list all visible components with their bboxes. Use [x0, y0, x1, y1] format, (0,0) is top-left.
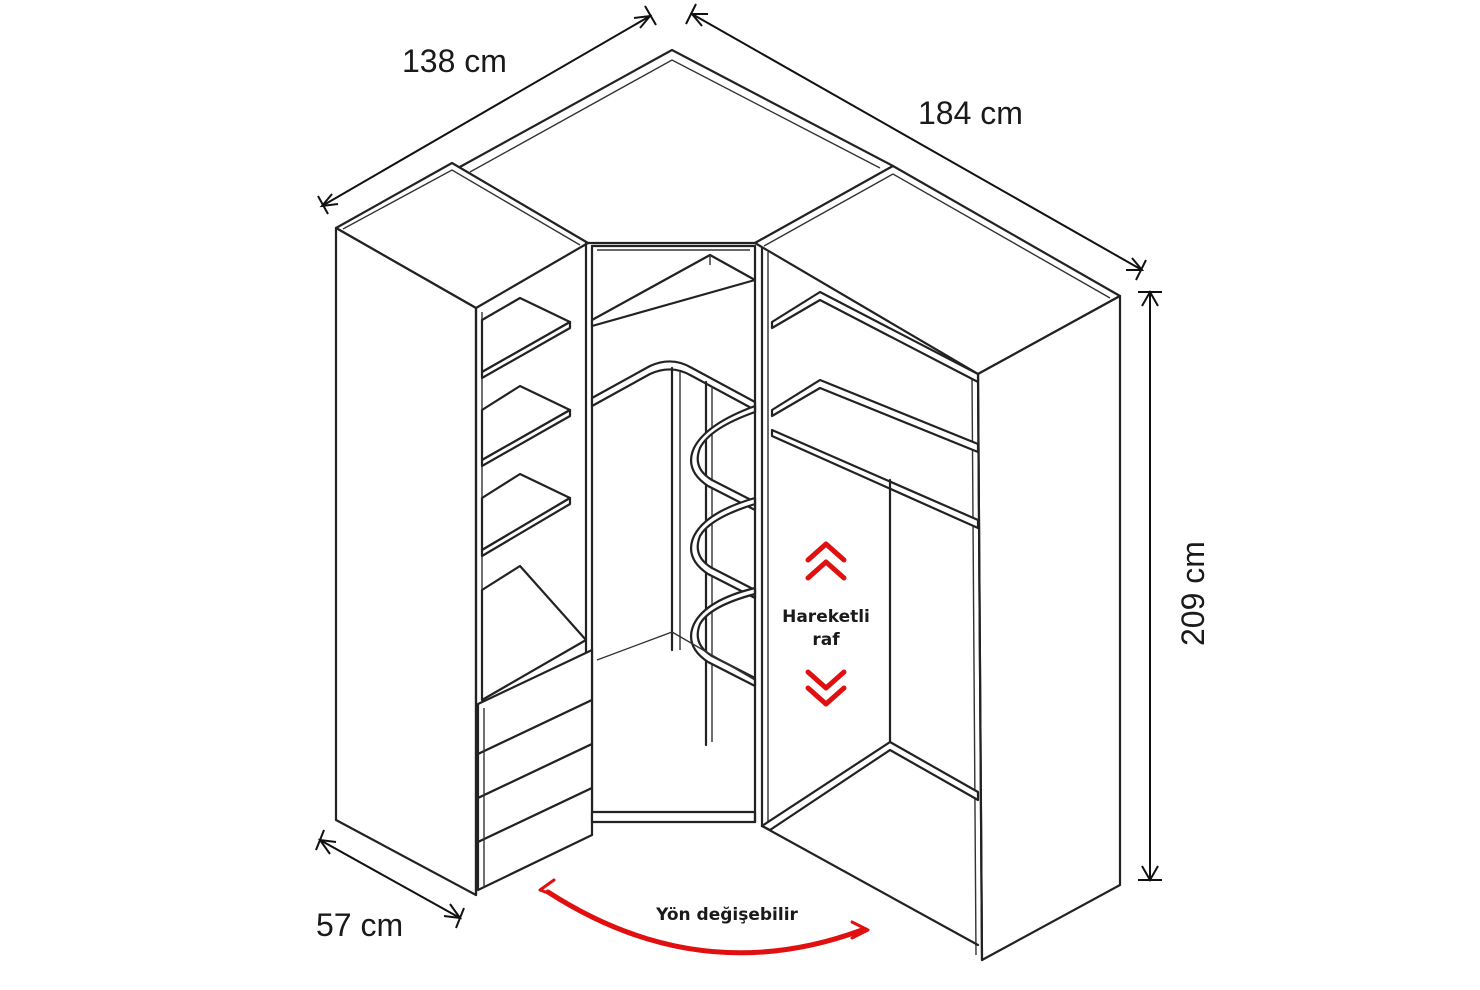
dimension-184-line — [685, 3, 1147, 281]
dimension-label-width-left: 138 cm — [402, 43, 507, 79]
down-chevrons-icon — [805, 669, 847, 707]
curved-double-arrow-icon — [545, 889, 865, 956]
reversible-label: Yön değişebilir — [655, 905, 798, 925]
dimension-label-height: 209 cm — [1175, 541, 1211, 646]
movable-shelf-annotation: Hareketli raf — [782, 541, 870, 707]
movable-shelf-label-line2: raf — [812, 630, 840, 650]
up-chevrons-icon — [805, 541, 847, 581]
dimension-label-width-right: 184 cm — [918, 95, 1023, 131]
dimension-138-line — [317, 5, 657, 215]
dimension-57-line — [315, 829, 465, 929]
left-shelves — [480, 296, 588, 702]
reversible-annotation: Yön değişebilir — [538, 878, 870, 956]
dimension-209-line — [1138, 289, 1162, 883]
movable-shelf-label-line1: Hareketli — [782, 607, 870, 627]
corner-module — [590, 244, 757, 824]
drawer-stack — [476, 648, 594, 892]
right-module — [753, 164, 1122, 962]
dimension-label-depth: 57 cm — [316, 907, 403, 943]
